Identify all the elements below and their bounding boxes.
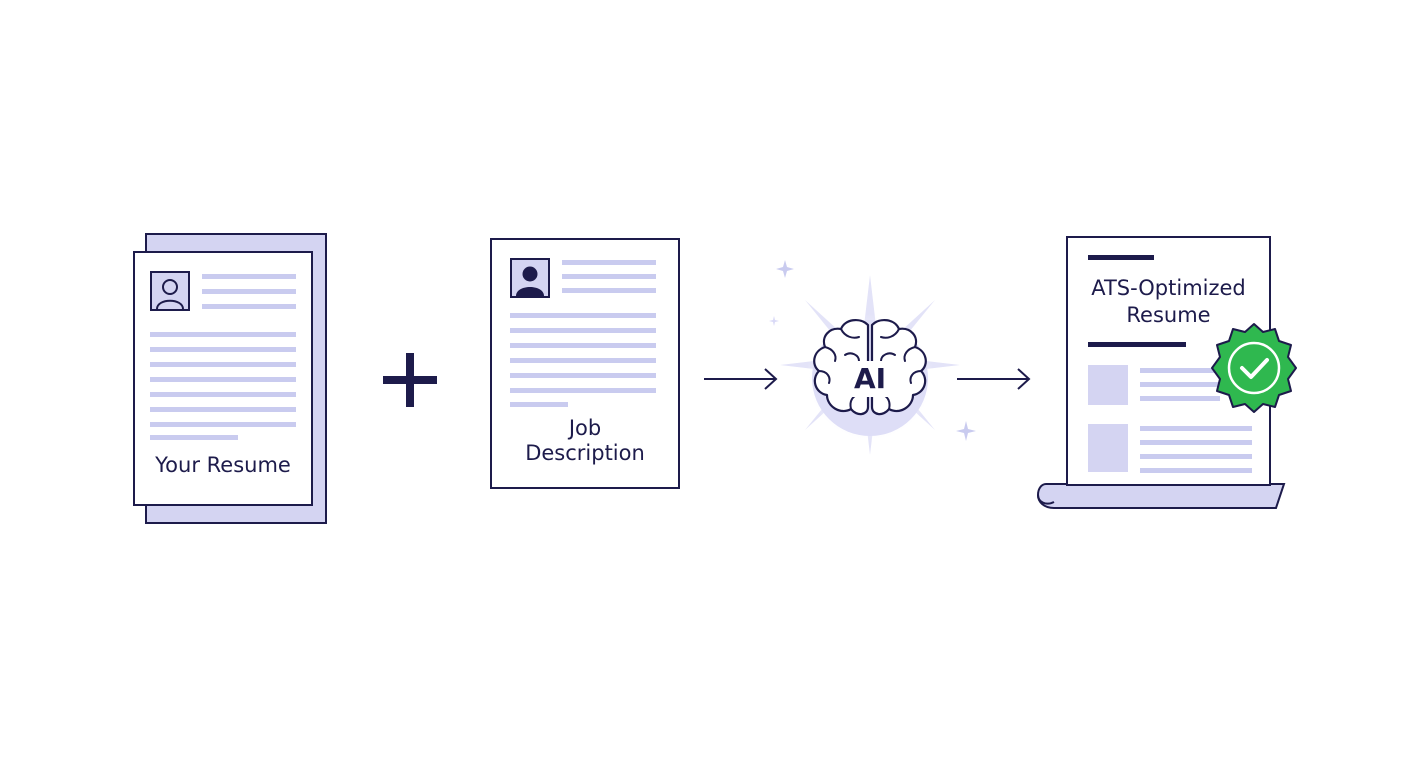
- arrow-right-icon: [956, 366, 1032, 392]
- job-description-card: Job Description: [490, 238, 680, 489]
- ai-brain-node: AI: [760, 255, 980, 475]
- ats-title-line1: ATS-Optimized: [1091, 276, 1246, 300]
- your-resume-label: Your Resume: [155, 453, 291, 477]
- scroll-base: [1036, 478, 1288, 512]
- check-badge-icon: [1208, 322, 1300, 414]
- user-avatar-icon: [510, 258, 550, 298]
- sparkle-icon: [769, 316, 779, 326]
- arrow-right-icon: [703, 366, 779, 392]
- job-description-label-line2: Description: [525, 441, 645, 465]
- ai-label: AI: [844, 361, 896, 397]
- plus-icon: [381, 351, 439, 409]
- ats-title-line2: Resume: [1126, 303, 1211, 327]
- sparkle-icon: [955, 420, 977, 442]
- user-avatar-icon: [150, 271, 190, 311]
- job-description-label-line1: Job: [568, 416, 602, 440]
- sparkle-icon: [775, 259, 795, 279]
- resume-front-sheet: Your Resume: [133, 251, 313, 506]
